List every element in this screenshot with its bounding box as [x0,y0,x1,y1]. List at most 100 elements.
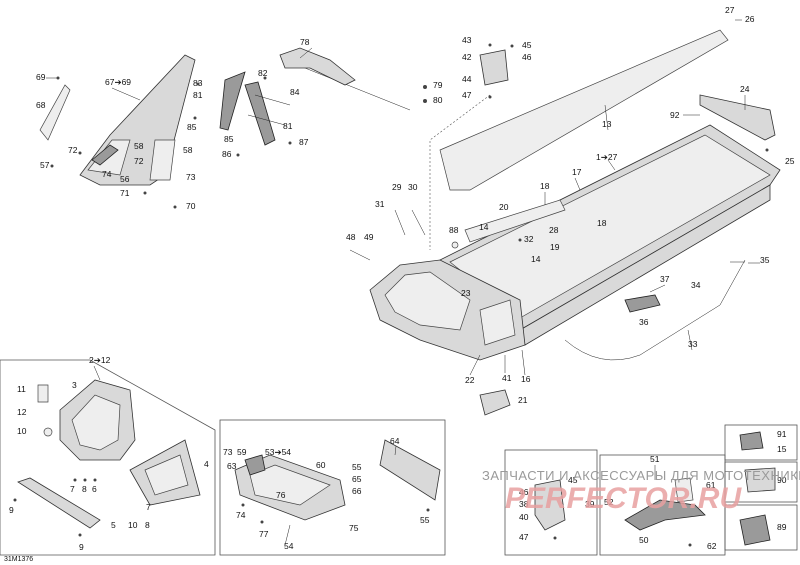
label-24: 24 [740,84,750,94]
label-81b: 81 [283,121,293,131]
label-11: 11 [17,384,26,394]
label-90: 90 [777,475,787,485]
watermark-text: ЗАПЧАСТИ И АКСЕССУАРЫ ДЛЯ МОТОТЕХНИКИ [482,468,800,483]
label-15: 15 [777,444,787,454]
label-10b: 10 [128,520,138,530]
label-13: 13 [602,119,612,129]
steering-column-assembly [39,54,196,186]
label-8b: 8 [145,520,150,530]
side-brackets [219,71,291,146]
leader-lines [46,19,760,546]
label-47: 47 [462,90,472,100]
label-68: 68 [36,100,46,110]
label-27: 27 [725,5,735,15]
label-92: 92 [670,110,680,120]
label-70: 70 [186,201,196,211]
label-49: 49 [364,232,374,242]
label-18a: 18 [540,181,550,191]
label-79: 79 [433,80,443,90]
label-8a: 8 [82,484,87,494]
label-25: 25 [785,156,795,166]
label-74a: 74 [102,169,112,179]
label-71: 71 [120,188,130,198]
label-4: 4 [204,459,209,469]
label-9b: 9 [79,542,84,552]
inset-front-frame [0,359,216,556]
label-55b: 55 [420,515,430,525]
label-1to27: 1➔27 [596,152,618,162]
label-47b: 47 [519,532,529,542]
label-91: 91 [777,429,787,439]
label-75: 75 [349,523,359,533]
label-34: 34 [691,280,701,290]
label-10a: 10 [17,426,27,436]
label-14b: 14 [531,254,541,264]
label-58b: 58 [183,145,193,155]
label-18b: 18 [597,218,607,228]
label-29: 29 [392,182,402,192]
label-17: 17 [572,167,582,177]
label-20: 20 [499,202,509,212]
label-76: 76 [276,490,286,500]
steering-rod [279,47,411,111]
label-33: 33 [688,339,698,349]
label-6: 6 [92,484,97,494]
label-22: 22 [465,375,475,385]
label-48: 48 [346,232,356,242]
label-62: 62 [707,541,717,551]
label-39: 39 [585,499,595,509]
label-74b: 74 [236,510,246,520]
label-45b: 45 [568,475,578,485]
label-14a: 14 [479,222,489,232]
label-51: 51 [650,454,660,464]
label-63: 63 [227,461,237,471]
label-64: 64 [390,436,400,446]
watermark-logo: PERFECTOR.RU [505,482,742,515]
label-81a: 81 [193,90,203,100]
label-56: 56 [120,174,130,184]
label-12: 12 [17,407,27,417]
label-57: 57 [40,160,50,170]
main-chassis [349,29,781,416]
label-55a: 55 [352,462,362,472]
label-50: 50 [639,535,649,545]
label-72a: 72 [68,145,78,155]
label-32: 32 [524,234,534,244]
label-86: 86 [222,149,232,159]
label-9a: 9 [9,505,14,515]
drawing-code: 31M1376 [4,556,33,563]
label-85a: 85 [187,122,197,132]
label-7a: 7 [70,484,75,494]
label-5: 5 [111,520,116,530]
label-31: 31 [375,199,385,209]
label-21: 21 [518,395,528,405]
label-54: 54 [284,541,294,551]
label-89: 89 [777,522,787,532]
label-46: 46 [522,52,532,62]
label-88: 88 [449,225,459,235]
label-61: 61 [706,480,716,490]
label-16: 16 [521,374,531,384]
label-43: 43 [462,35,472,45]
label-26: 26 [745,14,755,24]
label-60: 60 [316,460,326,470]
label-73a: 73 [186,172,196,182]
label-69: 69 [36,72,46,82]
label-30: 30 [408,182,418,192]
inset-plate [219,419,446,556]
inset-right-parts [724,424,798,551]
label-28: 28 [549,225,559,235]
label-37: 37 [660,274,670,284]
label-59: 59 [237,447,247,457]
label-23: 23 [461,288,471,298]
label-80: 80 [433,95,443,105]
watermark: ЗАПЧАСТИ И АКСЕССУАРЫ ДЛЯ МОТОТЕХНИКИ PE… [482,468,800,515]
label-84: 84 [290,87,300,97]
label-40: 40 [519,512,529,522]
label-82: 82 [258,68,268,78]
label-73b: 73 [223,447,233,457]
label-85b: 85 [224,134,234,144]
label-58a: 58 [134,141,144,151]
label-36: 36 [639,317,649,327]
